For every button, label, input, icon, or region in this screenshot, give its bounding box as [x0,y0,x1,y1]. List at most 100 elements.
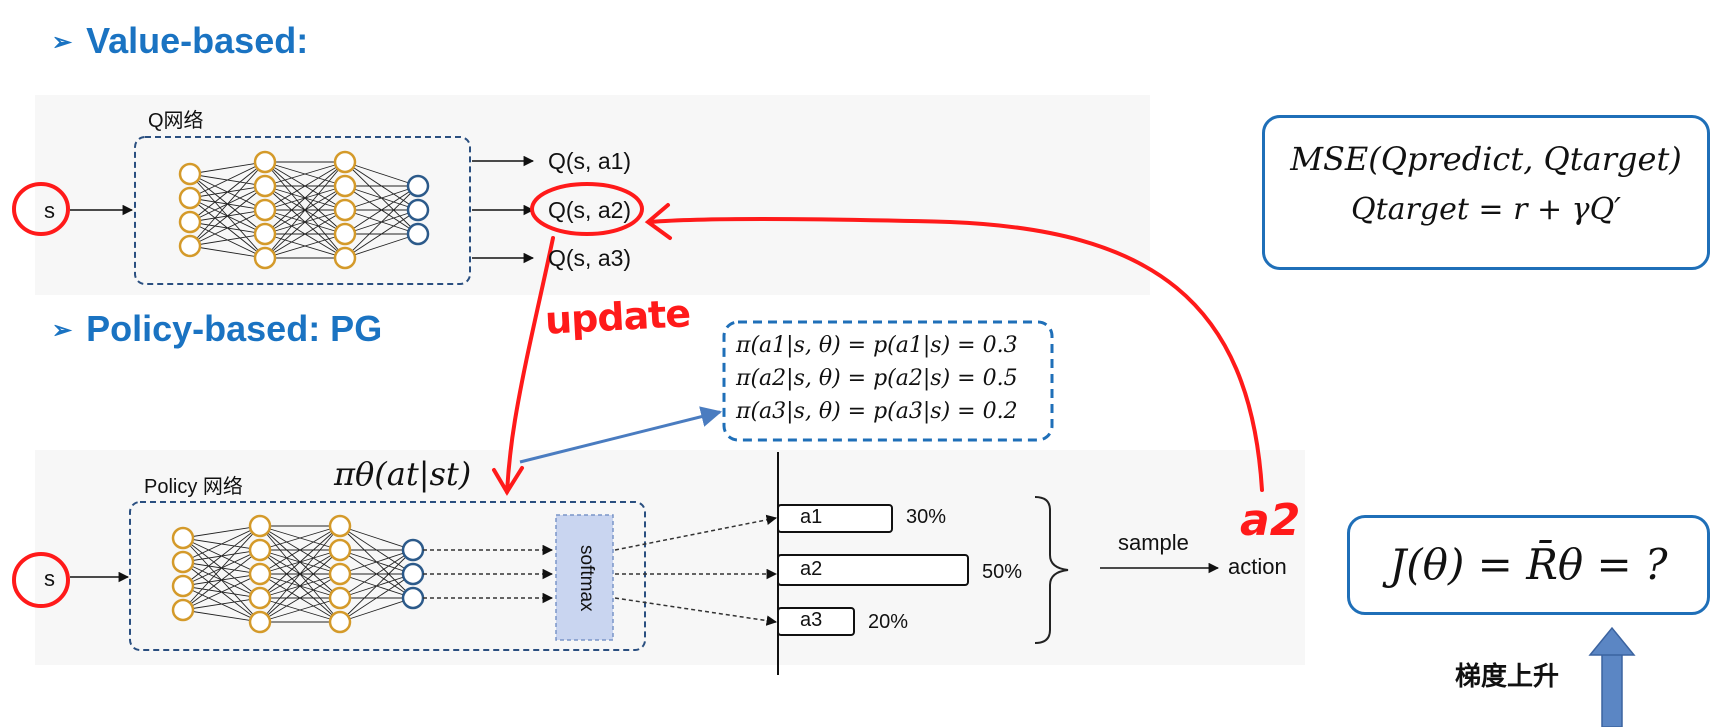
network-edge [339,573,414,623]
hidden-neuron [248,562,272,586]
objective-formula-box: J(θ) = R̄θ = ? [1347,515,1710,615]
hidden-neuron [248,586,272,610]
mse-formula-box: MSE(Qpredict, Qtarget) Qtarget = r + γQ′ [1262,115,1710,270]
hidden-neuron [253,222,277,246]
network-edge [189,209,266,247]
network-edge [189,245,266,259]
network-edge [182,525,261,611]
network-edge [182,549,261,611]
network-edge [339,549,414,623]
hidden-neuron [171,598,195,622]
network-edge [182,597,261,611]
policy-based-title: Policy-based: PG [86,308,383,349]
red-annotations [12,182,1264,608]
output-neuron [406,222,430,246]
network-edge [339,525,414,551]
hidden-neuron [253,198,277,222]
network-edge [339,549,414,599]
network-edge [259,573,341,623]
hidden-neuron [171,526,195,550]
update-annotation: update [543,291,692,343]
prob-line-2: π(a2|s, θ) = p(a2|s) = 0.5 [736,366,1018,391]
network-edge [182,525,261,587]
hidden-neuron [171,550,195,574]
network-edge [259,525,341,575]
gradient-ascent-label: 梯度上升 [1455,662,1560,692]
network-edge [264,209,346,259]
policy-based-heading: ➢Policy-based: PG [52,308,382,350]
network-edge [189,161,266,223]
network-edge [189,185,266,247]
hidden-neuron [178,186,202,210]
hidden-neuron [253,150,277,174]
network-edge [259,549,341,623]
a2-annotation: a2 [1240,495,1301,546]
action-bar-a1 [777,504,893,533]
network-edge [344,209,419,259]
arrow-bullet-icon: ➢ [52,29,73,56]
prob-line-1: π(a1|s, θ) = p(a1|s) = 0.3 [736,333,1018,358]
action-label: action [1228,554,1287,579]
policy-input-circle [12,552,70,608]
sample-label: sample [1118,530,1189,555]
network-edge [182,525,261,563]
update-arrow [505,236,555,494]
hidden-neuron [328,538,352,562]
hidden-neuron [333,150,357,174]
action-bar-label-a1: a1 [800,506,823,528]
network-edge [259,525,341,599]
output-neuron [401,538,425,562]
action-bar-a3 [777,607,855,636]
network-edge [182,609,261,623]
output-neuron [406,198,430,222]
q-target-line: Qtarget = r + γQ′ [1351,192,1621,227]
action-bar-label-a2: a2 [800,558,823,580]
network-edge [264,233,346,259]
network-edge [339,597,414,623]
hidden-neuron [178,234,202,258]
network-edge [189,161,266,199]
network-edge [259,525,341,623]
network-edge [182,573,261,611]
network-edge [264,161,346,187]
policy-diagram-panel [35,450,1305,665]
hidden-neuron [328,514,352,538]
a2-feedback-arrow [648,217,1264,492]
probabilities-box [722,320,1054,442]
q-a2-circle [530,182,644,236]
network-edge [264,161,346,259]
network-edge [259,525,341,551]
q-diagram-panel [35,95,1150,295]
network-edge [259,597,341,623]
hidden-neuron [178,162,202,186]
network-edge [189,161,266,175]
q-input-s: s [44,198,55,223]
mse-line: MSE(Qpredict, Qtarget) [1290,140,1682,178]
update-arrowhead [492,466,524,496]
output-neuron [406,174,430,198]
curly-brace [1034,496,1069,644]
action-bar-label-a3: a3 [800,609,823,631]
output-neuron [401,562,425,586]
network-edge [344,185,419,235]
network-edge [189,233,266,247]
hidden-neuron [248,538,272,562]
q-output-1: Q(s, a1) [548,148,632,174]
policy-network-label: Policy 网络 [144,476,243,498]
hidden-neuron [248,610,272,634]
policy-input-s: s [44,566,55,591]
gradient-ascent-arrow [1588,626,1636,727]
policy-network-box [129,501,646,651]
hidden-neuron [248,514,272,538]
prob-line-3: π(a3|s, θ) = p(a3|s) = 0.2 [736,399,1018,424]
hidden-neuron [333,246,357,270]
q-output-2: Q(s, a2) [548,197,632,223]
network-edge [339,549,414,575]
hidden-neuron [171,574,195,598]
hidden-neuron [328,562,352,586]
objective-formula: J(θ) = R̄θ = ? [1389,540,1668,589]
q-network-box [134,136,471,285]
hidden-neuron [178,210,202,234]
softmax-out-arrow-1 [614,514,778,551]
